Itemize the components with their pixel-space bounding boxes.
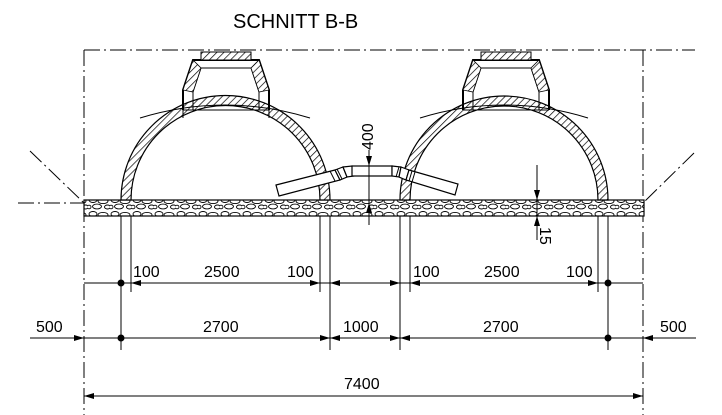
dim-pipe-height-label: 400 bbox=[360, 123, 377, 150]
dim-row1-b: 2500 bbox=[204, 264, 240, 281]
tank-right bbox=[399, 51, 609, 201]
tank-left bbox=[120, 51, 331, 201]
dim-row1-c: 100 bbox=[287, 264, 314, 281]
dim-gravel-label: 15 bbox=[536, 227, 553, 245]
dim-row2-left: 500 bbox=[36, 319, 63, 336]
dim-gravel-thickness: 15 bbox=[534, 165, 553, 245]
slope-right bbox=[642, 152, 695, 204]
dim-row1-f: 100 bbox=[566, 264, 593, 281]
dim-row2-middle: 1000 bbox=[343, 319, 379, 336]
dim-total-label: 7400 bbox=[344, 376, 380, 393]
dim-total: 7400 bbox=[84, 376, 643, 399]
connecting-pipe bbox=[275, 165, 459, 197]
dim-row2-a: 2700 bbox=[203, 319, 239, 336]
dim-row2-b: 2700 bbox=[483, 319, 519, 336]
section-title: SCHNITT B-B bbox=[233, 11, 358, 33]
dim-pipe-height: 400 bbox=[360, 123, 377, 225]
gravel-bed bbox=[83, 199, 645, 217]
dim-row1-a: 100 bbox=[133, 264, 160, 281]
dim-row1-d: 100 bbox=[413, 264, 440, 281]
dim-row-2: 500 2700 1000 2700 500 bbox=[30, 319, 696, 342]
slope-left bbox=[29, 150, 85, 204]
dim-row1-e: 2500 bbox=[484, 264, 520, 281]
dim-row-1: 100 2500 100 100 2500 100 bbox=[84, 264, 643, 287]
dim-row2-right: 500 bbox=[660, 319, 687, 336]
